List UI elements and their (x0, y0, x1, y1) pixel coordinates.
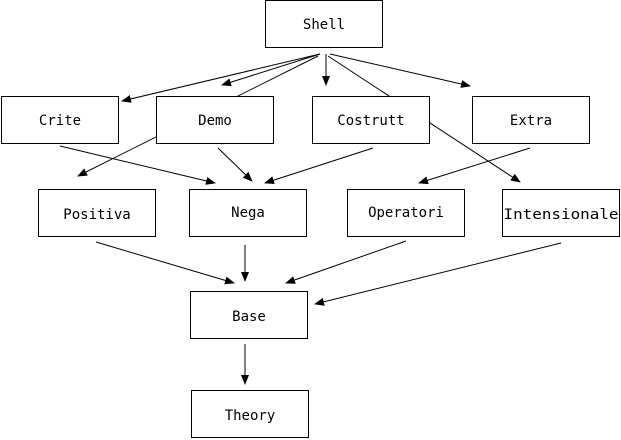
edge-extra-operatori (418, 147, 531, 185)
node-theory: Theory (191, 390, 309, 438)
node-label-costrutt: Costrutt (337, 113, 404, 129)
node-label-nega: Nega (231, 205, 265, 221)
edge-operatori-base (285, 240, 407, 284)
edge-shell-crite (121, 53, 321, 103)
node-intensionale: Intensionale (502, 189, 620, 237)
node-operatori: Operatori (347, 189, 465, 237)
edge-demo-nega (217, 147, 253, 182)
node-costrutt: Costrutt (312, 96, 430, 144)
node-label-intensionale: Intensionale (504, 207, 619, 223)
node-base: Base (190, 291, 308, 339)
edge-shell-extra (329, 53, 471, 88)
node-label-positiva: Positiva (63, 207, 130, 223)
edge-crite-nega (59, 145, 216, 185)
node-label-demo: Demo (198, 113, 232, 129)
node-label-crite: Crite (39, 113, 81, 129)
node-shell: Shell (265, 0, 383, 48)
node-crite: Crite (1, 96, 119, 144)
node-label-operatori: Operatori (368, 205, 444, 221)
edge-positiva-base (95, 241, 235, 285)
edge-intensionale-base (314, 242, 562, 306)
edge-costrutt-nega (264, 147, 374, 185)
node-extra: Extra (472, 96, 590, 144)
node-positiva: Positiva (38, 189, 156, 237)
node-label-extra: Extra (510, 113, 552, 129)
node-label-shell: Shell (303, 17, 345, 33)
node-label-theory: Theory (225, 408, 276, 424)
node-nega: Nega (189, 189, 307, 237)
node-label-base: Base (232, 309, 266, 325)
node-demo: Demo (156, 96, 274, 144)
edge-shell-demo (221, 53, 321, 87)
